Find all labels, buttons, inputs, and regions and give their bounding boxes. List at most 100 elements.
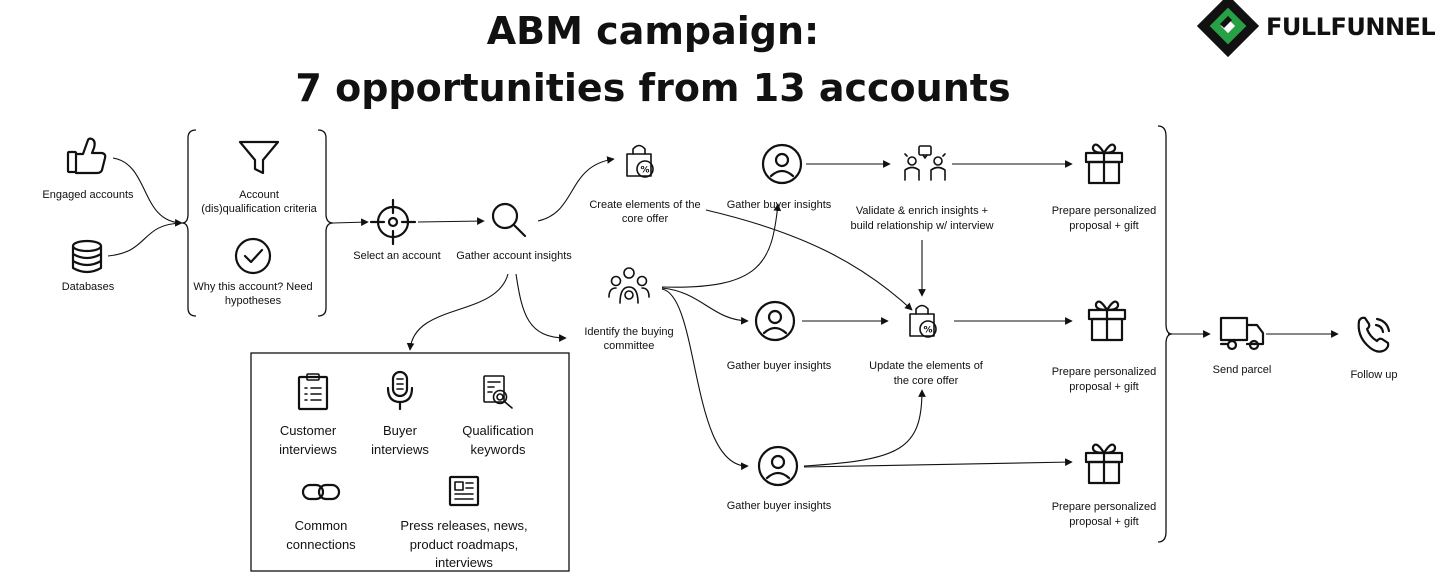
- node-select-account: Select an account: [353, 198, 441, 262]
- label-customer-interviews-line-1: Customer: [280, 423, 337, 438]
- label-qualification-keywords-line-1: Qualification: [462, 423, 534, 438]
- truck-icon: [1219, 316, 1265, 351]
- node-create-offer: % Create elements of the core offer: [589, 144, 701, 225]
- label-validate-line-1: Validate & enrich insights +: [856, 205, 988, 217]
- label-qualification-keywords-line-2: keywords: [471, 442, 526, 457]
- node-update-offer: % Update the elements of the core offer: [869, 304, 984, 387]
- interview-icon: [904, 145, 946, 181]
- edges: [107, 156, 1339, 471]
- edge-create-offer-to-update: [705, 209, 913, 311]
- label-committee-line-2: committee: [604, 340, 655, 352]
- edge-committee-to-buyer1: [661, 203, 782, 288]
- criteria-left-bracket: [181, 129, 197, 317]
- label-common-connections-line-1: Common: [295, 518, 348, 533]
- database-icon: [71, 239, 103, 274]
- label-follow-up: Follow up: [1350, 369, 1397, 381]
- label-gather-account-insights: Gather account insights: [456, 250, 572, 262]
- edge-committee-to-buyer3: [661, 288, 749, 471]
- check-circle-icon: [234, 237, 272, 275]
- label-buyer-1: Gather buyer insights: [727, 199, 832, 211]
- edge-buyer3-to-proposal3: [803, 458, 1073, 468]
- title-line-2: 7 opportunities from 13 accounts: [295, 66, 1010, 110]
- brand-mark-icon: [1196, 0, 1260, 58]
- label-press-releases-line-1: Press releases, news,: [400, 518, 527, 533]
- label-buyer-2: Gather buyer insights: [727, 360, 832, 372]
- source-buyer-interviews: Buyer interviews: [371, 370, 429, 457]
- node-send-parcel: Send parcel: [1213, 316, 1272, 376]
- node-validate-enrich: Validate & enrich insights + build relat…: [850, 145, 994, 232]
- edge-engaged-to-criteria: [112, 157, 183, 227]
- newspaper-icon: [448, 475, 480, 507]
- node-engaged-accounts: Engaged accounts: [42, 137, 134, 201]
- label-proposal-1-line-2: proposal + gift: [1069, 220, 1138, 232]
- label-proposal-3-line-1: Prepare personalized: [1052, 501, 1157, 513]
- edge-committee-to-buyer2: [661, 287, 749, 325]
- node-gather-account-insights: Gather account insights: [456, 202, 572, 262]
- node-why-this-account: Why this account? Need hypotheses: [193, 237, 313, 307]
- fullfunnel-logo: FULLFUNNEL: [1196, 0, 1436, 58]
- label-select-account: Select an account: [353, 250, 440, 262]
- label-buyer-interviews-line-1: Buyer: [383, 423, 418, 438]
- node-buyer-insights-3: Gather buyer insights: [727, 445, 832, 512]
- node-databases: Databases: [62, 239, 115, 293]
- label-why-line-2: hypotheses: [225, 295, 282, 307]
- label-validate-line-2: build relationship w/ interview: [850, 220, 993, 232]
- label-buyer-interviews-line-2: interviews: [371, 442, 429, 457]
- label-common-connections-line-2: connections: [286, 537, 356, 552]
- label-create-offer-line-1: Create elements of the: [589, 199, 700, 211]
- filter-icon: [238, 140, 280, 175]
- label-update-offer-line-1: Update the elements of: [869, 360, 984, 372]
- source-common-connections: Common connections: [286, 483, 356, 552]
- user-icon: [754, 300, 796, 342]
- label-criteria-line-2: (dis)qualification criteria: [201, 203, 317, 215]
- edge-buyer3-to-update: [803, 389, 926, 467]
- criteria-right-bracket: [317, 129, 334, 317]
- shopping-bag-percent-icon: %: [626, 144, 654, 178]
- label-send-parcel: Send parcel: [1213, 364, 1272, 376]
- source-qualification-keywords: Qualification keywords: [462, 375, 534, 457]
- label-proposal-1-line-1: Prepare personalized: [1052, 205, 1157, 217]
- edge-criteria-to-select: [332, 218, 369, 227]
- magnifier-icon: [491, 202, 527, 238]
- node-buying-committee: Identify the buying committee: [584, 267, 674, 352]
- edge-gather-to-create-offer: [537, 156, 615, 222]
- document-search-icon: [483, 375, 513, 409]
- target-icon: [369, 198, 417, 246]
- label-criteria-line-1: Account: [239, 189, 279, 201]
- label-proposal-2-line-2: proposal + gift: [1069, 381, 1138, 393]
- gift-icon: [1084, 443, 1124, 485]
- label-proposal-3-line-2: proposal + gift: [1069, 516, 1138, 528]
- label-update-offer-line-2: the core offer: [894, 375, 959, 387]
- shopping-bag-percent-icon: %: [909, 304, 937, 338]
- edge-gather-to-sources: [406, 273, 509, 351]
- node-proposal-2: Prepare personalized proposal + gift: [1052, 300, 1157, 393]
- thumbs-up-icon: [66, 137, 107, 175]
- link-icon: [301, 483, 341, 501]
- label-engaged-accounts: Engaged accounts: [42, 189, 134, 201]
- microphone-icon: [386, 370, 414, 411]
- svg-text:%: %: [640, 166, 649, 176]
- edge-select-to-gather: [417, 217, 485, 225]
- label-databases: Databases: [62, 281, 115, 293]
- label-buyer-3: Gather buyer insights: [727, 500, 832, 512]
- gift-icon: [1084, 143, 1124, 185]
- node-buyer-insights-1: Gather buyer insights: [727, 143, 832, 211]
- gift-icon: [1087, 300, 1127, 342]
- node-proposal-3: Prepare personalized proposal + gift: [1052, 443, 1157, 528]
- sources-box: Customer interviews Buyer interviews Qua…: [250, 352, 570, 572]
- source-press-releases: Press releases, news, product roadmaps, …: [400, 475, 528, 570]
- node-criteria: Account (dis)qualification criteria: [201, 140, 318, 215]
- edge-gather-to-committee: [515, 273, 567, 342]
- svg-text:%: %: [923, 326, 932, 336]
- label-committee-line-1: Identify the buying: [584, 326, 673, 338]
- node-proposal-1: Prepare personalized proposal + gift: [1052, 143, 1157, 232]
- label-proposal-2-line-1: Prepare personalized: [1052, 366, 1157, 378]
- source-customer-interviews: Customer interviews: [279, 373, 337, 457]
- label-why-line-1: Why this account? Need: [193, 281, 312, 293]
- clipboard-icon: [297, 373, 329, 411]
- edge-databases-to-criteria: [107, 222, 183, 257]
- label-create-offer-line-2: core offer: [622, 213, 669, 225]
- phone-icon: [1357, 316, 1391, 353]
